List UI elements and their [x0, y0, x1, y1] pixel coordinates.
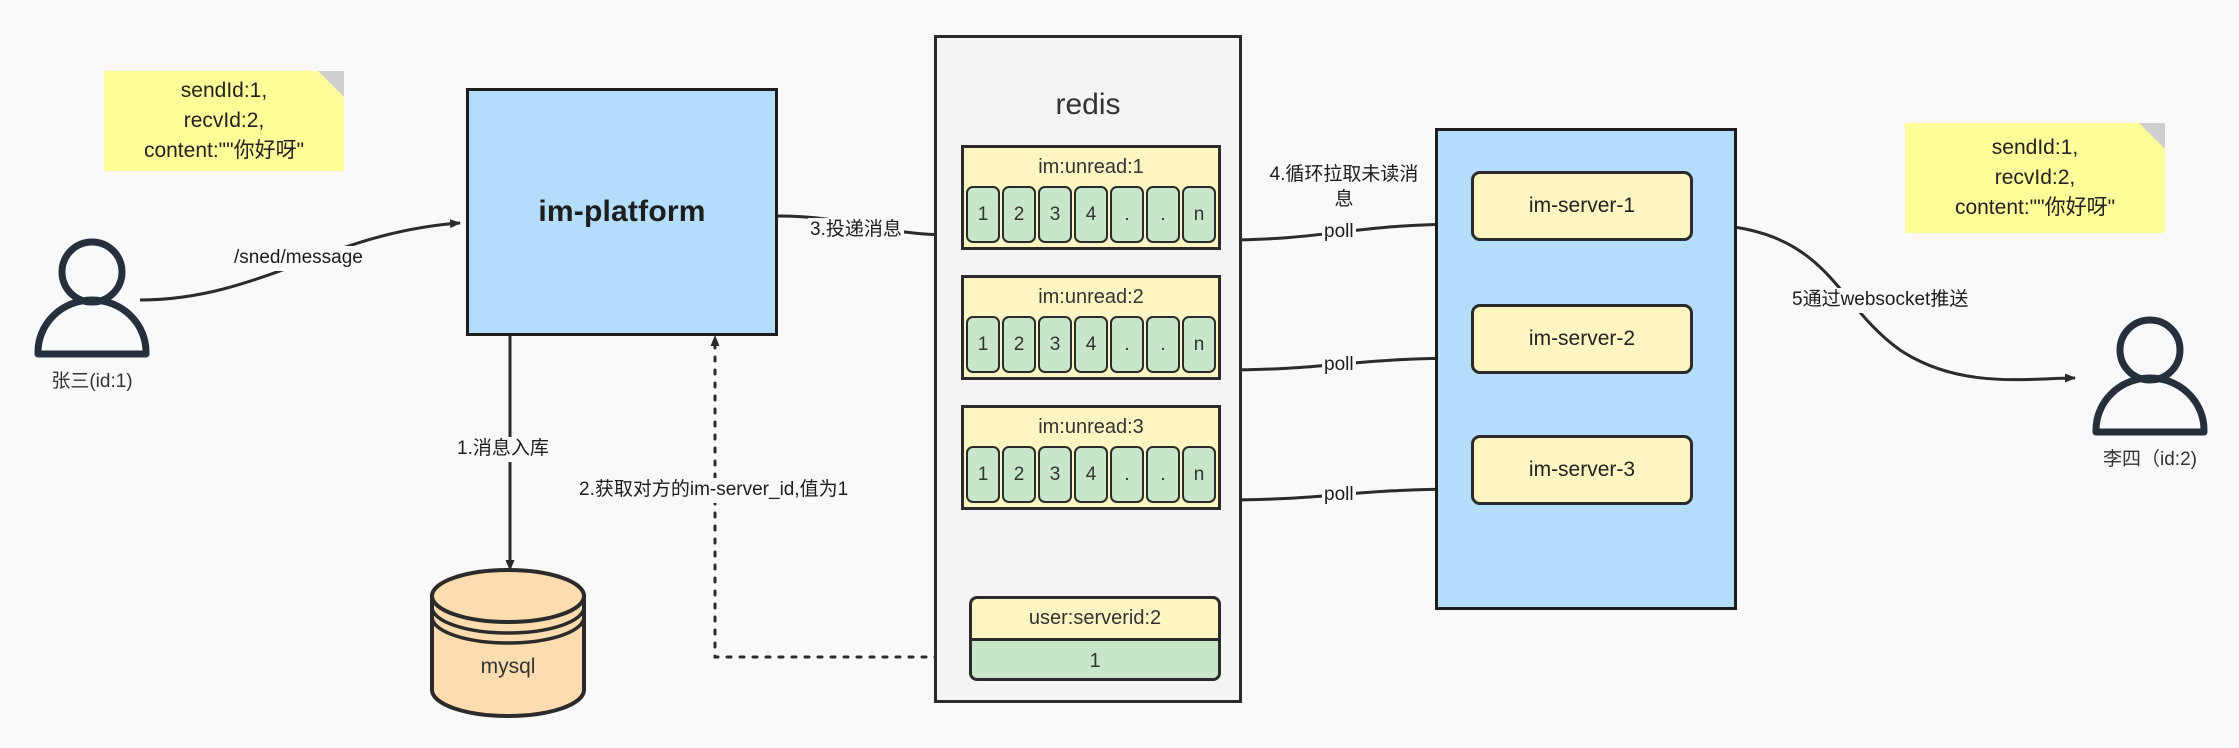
redis-list-key: im:unread:2 [1038, 285, 1144, 308]
im-server-2-label: im-server-2 [1528, 327, 1636, 350]
im-server-cluster: im-server-1 im-server-2 im-server-3 [1435, 128, 1737, 610]
redis-list-im-unread-2: im:unread:2 1 2 3 4 . . n [961, 275, 1221, 380]
redis-cell: 3 [1038, 446, 1072, 503]
redis-cell: 2 [1002, 316, 1036, 373]
redis-list-cells: 1 2 3 4 . . n [964, 316, 1218, 373]
redis-cell: . [1110, 186, 1144, 243]
redis-list-im-unread-3: im:unread:3 1 2 3 4 . . n [961, 405, 1221, 510]
im-platform-box[interactable]: im-platform [466, 88, 778, 336]
redis-cell: 4 [1074, 316, 1108, 373]
redis-cell: n [1182, 446, 1216, 503]
edge-label-poll-2: poll [1322, 353, 1356, 378]
note-fold-corner [2139, 123, 2165, 149]
receiver-message-note: sendId:1, recvId:2, content:""你好呀" [1905, 123, 2165, 233]
redis-cell: . [1146, 446, 1180, 503]
redis-cell: . [1110, 446, 1144, 503]
note-fold-corner [318, 71, 344, 97]
sender-message-note-text: sendId:1, recvId:2, content:""你好呀" [143, 79, 305, 162]
redis-kv-value: 1 [972, 641, 1218, 678]
edge-label-poll-1: poll [1322, 220, 1356, 245]
edge-redis-to-platform-dotted [710, 334, 967, 659]
redis-list-im-unread-1: im:unread:1 1 2 3 4 . . n [961, 145, 1221, 250]
redis-cell: 1 [966, 446, 1000, 503]
redis-cell: . [1110, 316, 1144, 373]
redis-cell: 3 [1038, 316, 1072, 373]
redis-cell: . [1146, 316, 1180, 373]
redis-kv-key: user:serverid:2 [972, 599, 1218, 641]
im-server-1-label: im-server-1 [1528, 194, 1636, 217]
redis-list-cells: 1 2 3 4 . . n [964, 186, 1218, 243]
redis-list-key: im:unread:1 [1038, 155, 1144, 178]
receiver-message-note-text: sendId:1, recvId:2, content:""你好呀" [1954, 136, 2116, 219]
receiver-actor-label: 李四（id:2) [2103, 449, 2197, 470]
edge-server1-to-receiver [1689, 222, 2076, 383]
edge-label-poll-3: poll [1322, 483, 1356, 508]
redis-cell: 1 [966, 316, 1000, 373]
redis-cell: 1 [966, 186, 1000, 243]
redis-cell: 3 [1038, 186, 1072, 243]
redis-cell: . [1146, 186, 1180, 243]
im-server-3-label: im-server-3 [1528, 458, 1636, 481]
edge-label-step5: 5通过websocket推送 [1790, 288, 1971, 313]
edge-label-step4: 4.循环拉取未读消 息 [1258, 163, 1430, 213]
edge-label-step2: 2.获取对方的im-server_id,值为1 [577, 478, 851, 503]
redis-cell: 4 [1074, 446, 1108, 503]
mysql-cylinder [430, 568, 586, 718]
sender-actor-label: 张三(id:1) [51, 371, 133, 392]
im-server-1-box[interactable]: im-server-1 [1471, 171, 1693, 241]
redis-cell: n [1182, 316, 1216, 373]
im-server-2-box[interactable]: im-server-2 [1471, 304, 1693, 374]
redis-kv-user-serverid: user:serverid:2 1 [969, 596, 1221, 681]
redis-cell: 2 [1002, 186, 1036, 243]
im-server-3-box[interactable]: im-server-3 [1471, 435, 1693, 505]
sender-actor-figure [34, 238, 150, 358]
receiver-actor-figure [2092, 316, 2208, 436]
redis-cell: n [1182, 186, 1216, 243]
edge-label-step3: 3.投递消息 [808, 218, 904, 243]
edge-label-send-api: /sned/message [232, 246, 365, 271]
edge-label-step1: 1.消息入库 [455, 437, 551, 462]
mysql-label: mysql [480, 655, 536, 678]
redis-cell: 2 [1002, 446, 1036, 503]
im-platform-label: im-platform [538, 195, 706, 228]
redis-title: redis [1055, 88, 1121, 121]
redis-list-key: im:unread:3 [1038, 415, 1144, 438]
redis-panel: redis im:unread:1 1 2 3 4 . . n im:unrea… [934, 35, 1242, 703]
redis-cell: 4 [1074, 186, 1108, 243]
redis-list-cells: 1 2 3 4 . . n [964, 446, 1218, 503]
sender-message-note: sendId:1, recvId:2, content:""你好呀" [104, 71, 344, 171]
